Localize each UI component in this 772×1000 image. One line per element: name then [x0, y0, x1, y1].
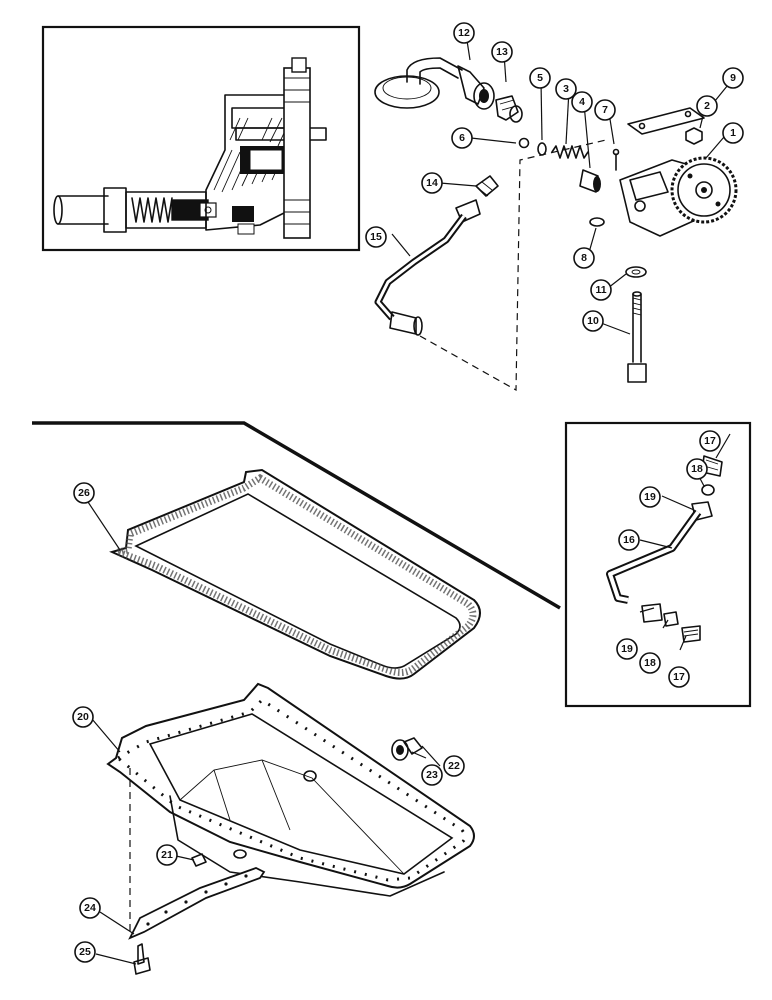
callout-22: 22	[443, 755, 465, 777]
callout-10: 10	[582, 310, 604, 332]
svg-text:21: 21	[161, 849, 173, 861]
svg-text:2: 2	[704, 100, 710, 112]
svg-text:15: 15	[370, 231, 382, 243]
svg-text:17: 17	[673, 671, 685, 683]
callout-17-top: 17	[699, 430, 721, 452]
callout-16: 16	[618, 529, 640, 551]
callout-23: 23	[421, 764, 443, 786]
callout-3: 3	[555, 78, 577, 100]
callout-2: 2	[696, 95, 718, 117]
svg-text:1: 1	[730, 127, 736, 139]
callout-12: 12	[453, 22, 475, 44]
svg-text:5: 5	[537, 72, 543, 84]
oil-pump-body	[619, 156, 738, 237]
svg-text:4: 4	[579, 96, 585, 108]
reinforcement-strip	[128, 867, 266, 940]
oil-line	[374, 175, 499, 336]
cap-screw	[133, 943, 151, 975]
callout-20: 20	[72, 706, 94, 728]
relief-valve-parts	[518, 137, 620, 193]
svg-text:20: 20	[77, 711, 89, 723]
svg-text:12: 12	[458, 27, 470, 39]
svg-text:22: 22	[448, 760, 460, 772]
o-ring	[589, 217, 605, 227]
callout-9: 9	[722, 67, 744, 89]
leader-lines	[85, 33, 733, 965]
svg-text:10: 10	[587, 315, 599, 327]
svg-text:24: 24	[84, 902, 96, 914]
oil-pan	[106, 682, 475, 897]
callout-6: 6	[451, 127, 473, 149]
callouts: 1 2 3 4 5 6 7 8 9 10 11 12 13 14 15 16 1…	[72, 22, 744, 963]
pump-bolt	[625, 266, 647, 383]
svg-text:23: 23	[426, 769, 438, 781]
callout-15: 15	[365, 226, 387, 248]
pan-bolt	[191, 853, 207, 867]
svg-text:3: 3	[563, 83, 569, 95]
svg-text:18: 18	[691, 463, 703, 475]
callout-18-top: 18	[686, 458, 708, 480]
callout-14: 14	[421, 172, 443, 194]
callout-8: 8	[573, 247, 595, 269]
svg-text:16: 16	[623, 534, 635, 546]
callout-19-top: 19	[639, 486, 661, 508]
svg-text:26: 26	[78, 487, 90, 499]
drain-plug	[391, 737, 423, 761]
section-divider	[32, 421, 561, 610]
svg-text:17: 17	[704, 435, 716, 447]
svg-text:13: 13	[496, 46, 508, 58]
svg-text:11: 11	[595, 284, 606, 296]
callout-24: 24	[79, 897, 101, 919]
callout-19-bottom: 19	[616, 638, 638, 660]
callout-5: 5	[529, 67, 551, 89]
svg-text:19: 19	[621, 643, 633, 655]
callout-1: 1	[722, 122, 744, 144]
pump-cutaway-inset	[41, 25, 361, 252]
oil-pan-gasket	[105, 468, 481, 680]
svg-text:18: 18	[644, 657, 656, 669]
callout-25: 25	[74, 941, 96, 963]
callout-11: 11	[590, 279, 612, 301]
svg-text:14: 14	[426, 177, 438, 189]
cover-plate	[627, 107, 705, 145]
oil-pickup-tube	[374, 57, 495, 110]
svg-text:19: 19	[644, 491, 656, 503]
assembly-line	[419, 139, 607, 392]
callout-13: 13	[491, 41, 513, 63]
callout-7: 7	[594, 99, 616, 121]
callout-18-bottom: 18	[639, 652, 661, 674]
svg-text:7: 7	[602, 104, 608, 116]
svg-text:9: 9	[730, 72, 736, 84]
svg-text:8: 8	[581, 252, 587, 264]
callout-21: 21	[156, 844, 178, 866]
callout-17-bottom: 17	[668, 666, 690, 688]
callout-4: 4	[571, 91, 593, 113]
svg-text:6: 6	[459, 132, 465, 144]
callout-26: 26	[73, 482, 95, 504]
svg-text:25: 25	[79, 946, 91, 958]
pump-fitting-13	[495, 95, 523, 123]
